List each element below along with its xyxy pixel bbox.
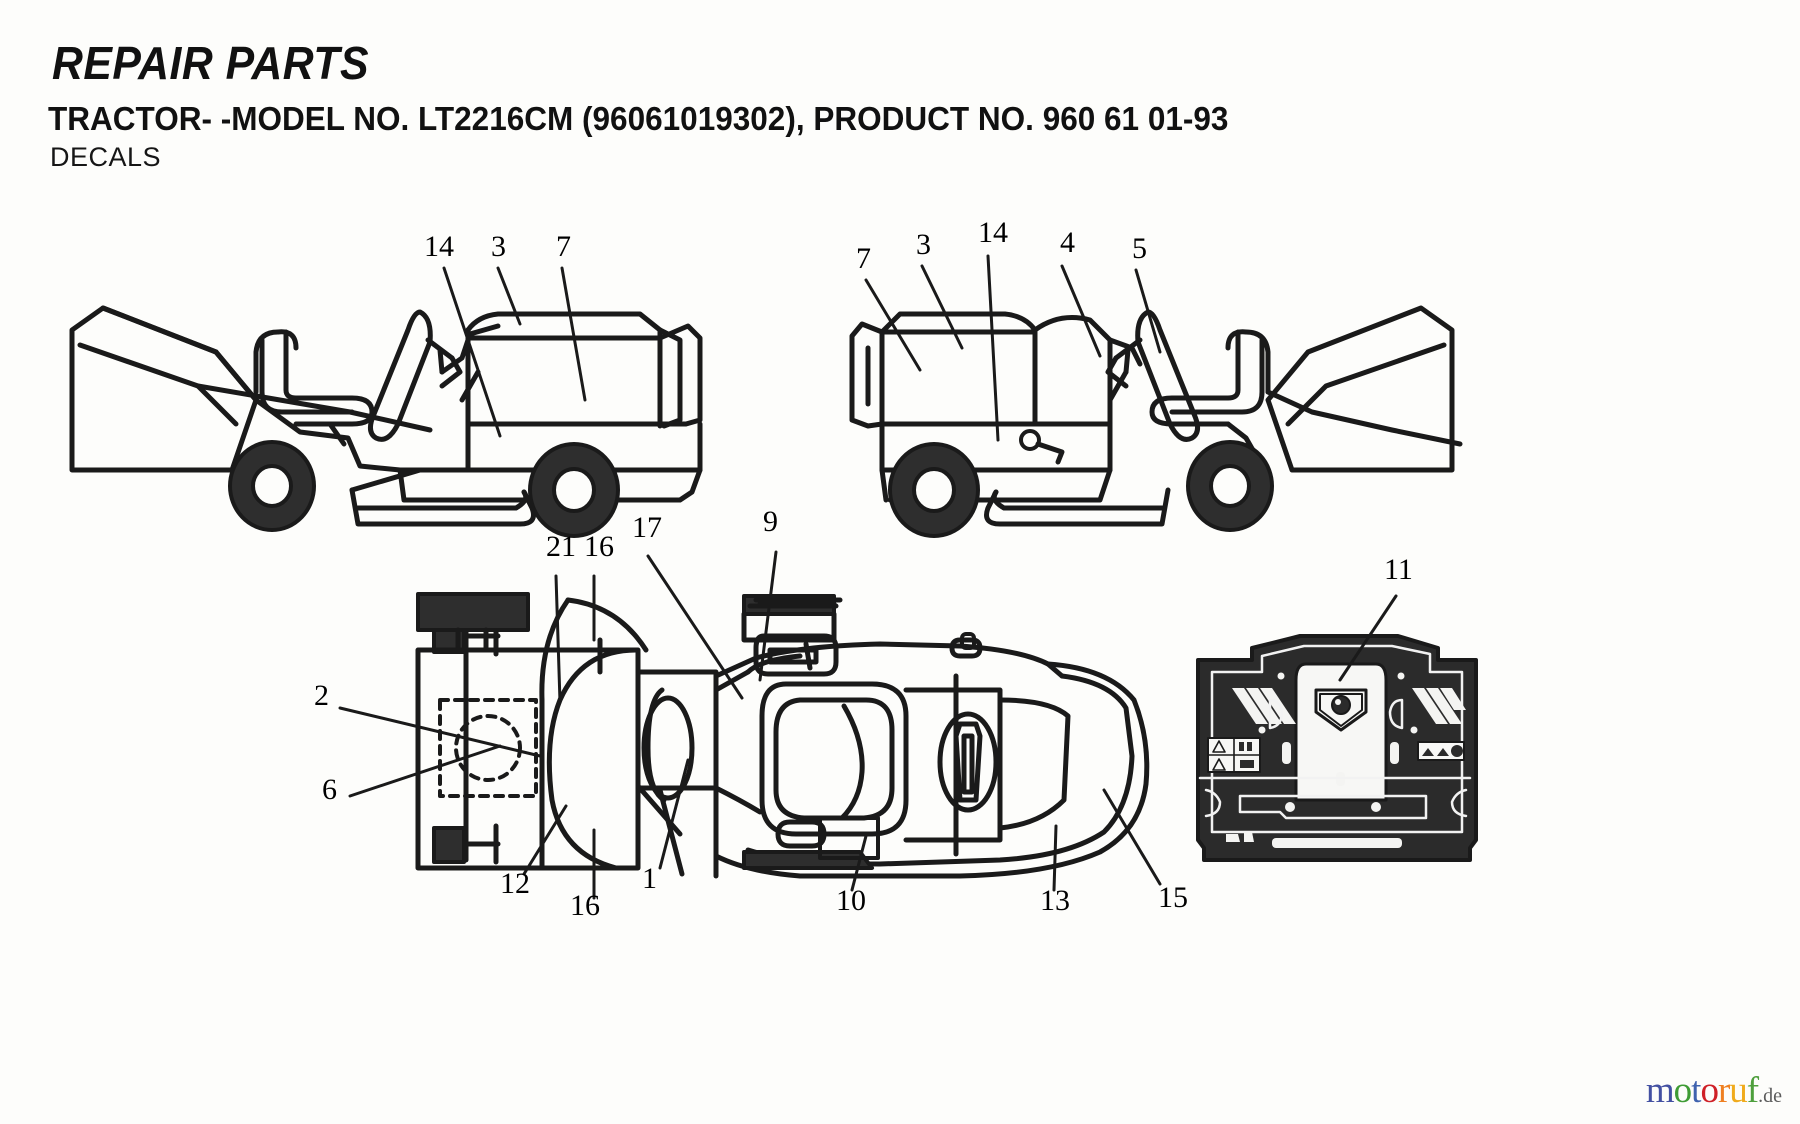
callout-3-left: 3 [491, 230, 506, 263]
callout-2: 2 [314, 679, 329, 712]
callout-16-bottom: 16 [570, 889, 600, 922]
left-tractor-drawing [69, 266, 703, 538]
wm-letter-t: t [1691, 1070, 1701, 1111]
wm-letter-m: m [1645, 1070, 1675, 1111]
wm-letter-r: r [1717, 1070, 1730, 1111]
page-title: REPAIR PARTS [52, 37, 369, 89]
callout-6: 6 [322, 773, 337, 806]
callout-1: 1 [642, 862, 657, 895]
top-plan-drawing [338, 550, 1162, 900]
callout-16-top: 16 [584, 530, 614, 563]
motoruf-watermark: motoruf.de [1646, 1069, 1782, 1112]
callout-11: 11 [1384, 553, 1413, 586]
callout-12: 12 [500, 867, 530, 900]
callout-15: 15 [1158, 881, 1188, 914]
wm-suffix: .de [1758, 1085, 1782, 1107]
wm-letter-f: f [1746, 1070, 1759, 1111]
section-label: DECALS [50, 142, 162, 172]
wm-letter-u: u [1729, 1070, 1747, 1111]
callout-14-left: 14 [424, 230, 454, 263]
callout-7-left: 7 [556, 230, 571, 263]
callout-17: 17 [632, 511, 662, 544]
callout-14-right: 14 [978, 216, 1008, 249]
callout-13: 13 [1040, 884, 1070, 917]
wm-letter-o1: o [1673, 1070, 1692, 1111]
callout-4: 4 [1060, 226, 1075, 259]
decal-panel-drawing [1196, 594, 1478, 862]
callout-3-right: 3 [916, 228, 931, 261]
right-tractor-drawing [849, 254, 1463, 538]
callout-5: 5 [1132, 232, 1147, 265]
model-subtitle: TRACTOR- -MODEL NO. LT2216CM (9606101930… [48, 100, 1229, 137]
callout-21: 21 [546, 530, 576, 563]
callout-9: 9 [763, 505, 778, 538]
callout-7-right: 7 [856, 242, 871, 275]
callout-10: 10 [836, 884, 866, 917]
wm-letter-o2: o [1700, 1070, 1718, 1111]
